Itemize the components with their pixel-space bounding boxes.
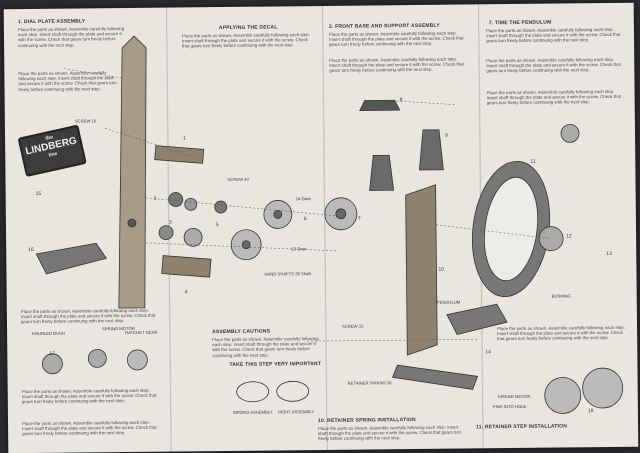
- part-number: 13: [606, 250, 612, 258]
- part-number: 12: [566, 233, 572, 240]
- part-number: 17: [49, 350, 55, 357]
- part-number: 14: [485, 349, 491, 356]
- part-label: RETAINER SPRING 36: [347, 380, 392, 386]
- part-label: WRONG ASSEMBLY: [232, 409, 273, 415]
- part-label: SCREW 32: [342, 323, 364, 329]
- instruction-sheet: 1. DIAL PLATE ASSEMBLY APPLYING THE DECA…: [3, 2, 639, 453]
- part-label: HAND SHAFTS 38 Shaft: [264, 271, 311, 277]
- part-label: SPRING MOTOR: [497, 393, 531, 400]
- part-label: RIGHT ASSEMBLY: [277, 409, 315, 415]
- part-label: BUSHING: [551, 293, 571, 299]
- part-number: 2: [153, 195, 157, 202]
- part-number: 18: [587, 408, 594, 415]
- part-number: 3: [168, 219, 172, 226]
- part-label: SCREW 40: [227, 176, 249, 182]
- part-number: 9: [445, 132, 448, 139]
- part-number: 11: [530, 158, 536, 165]
- part-number: 7: [357, 215, 361, 222]
- part-label: SCREW 16: [74, 118, 97, 124]
- part-number: 1: [183, 135, 186, 142]
- part-number: 15: [35, 190, 42, 197]
- part-label: 14 Gear: [295, 196, 311, 202]
- part-label: PENDULUM: [436, 299, 461, 305]
- part-number: 8: [399, 97, 403, 104]
- part-label: PINS INTO HOLE: [492, 403, 527, 410]
- exploded-diagram: [35, 35, 624, 414]
- part-label: KNURLED BUSH: [32, 330, 65, 337]
- part-number: 6: [303, 216, 307, 223]
- part-number: 10: [438, 266, 445, 273]
- part-label: 22 Gear: [291, 246, 307, 252]
- part-label: RATCHET GEAR: [125, 329, 158, 336]
- part-number: 5: [215, 222, 219, 229]
- part-number: 4: [184, 289, 188, 296]
- part-number: 16: [28, 247, 34, 254]
